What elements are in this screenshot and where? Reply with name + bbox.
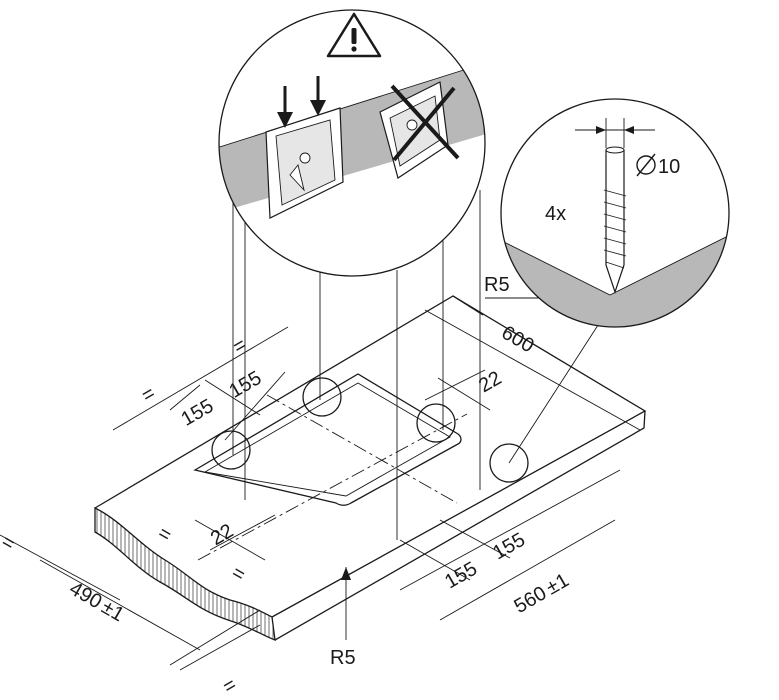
label-eq-left-2: =: [154, 522, 175, 547]
hole-1: [211, 430, 251, 470]
label-155-b: 155: [226, 367, 266, 403]
hole-4: [489, 443, 529, 483]
screw-detail-callout: 4x 10: [500, 98, 730, 328]
label-r5-right: R5: [484, 274, 510, 296]
screw-icon: [603, 146, 627, 294]
label-155-d: 155: [489, 529, 529, 565]
warning-triangle-icon: [326, 12, 382, 58]
label-eq-bottom: =: [219, 674, 240, 699]
label-eq-left-3: =: [228, 562, 249, 587]
cutout-opening: [193, 373, 468, 561]
fixing-holes: [211, 377, 529, 483]
label-pm-right: ±1: [543, 569, 573, 599]
hole-3: [416, 403, 456, 443]
label-eq-top: =: [229, 334, 250, 359]
diameter-icon: [636, 153, 656, 177]
label-490: 490: [66, 578, 106, 614]
label-4x: 4x: [545, 203, 566, 225]
label-r5-bottom: R5: [330, 647, 356, 669]
down-arrows-icon: [277, 76, 326, 128]
label-155-a: 155: [178, 395, 218, 431]
cut-edge: [94, 506, 276, 641]
label-pm-left: ±1: [98, 596, 128, 626]
label-155-c: 155: [441, 558, 481, 594]
label-22-bottom: 22: [207, 520, 237, 550]
projection-lines: [232, 190, 601, 540]
countertop: [94, 295, 647, 641]
label-diam-10: 10: [658, 156, 680, 178]
label-eq-left-1: =: [138, 382, 159, 407]
bracket-detail-callout: [218, 9, 486, 277]
hole-2: [302, 377, 342, 417]
label-eq-leftmost: =: [0, 531, 19, 556]
cross-out-icon: [390, 84, 460, 162]
label-560: 560: [511, 582, 551, 618]
